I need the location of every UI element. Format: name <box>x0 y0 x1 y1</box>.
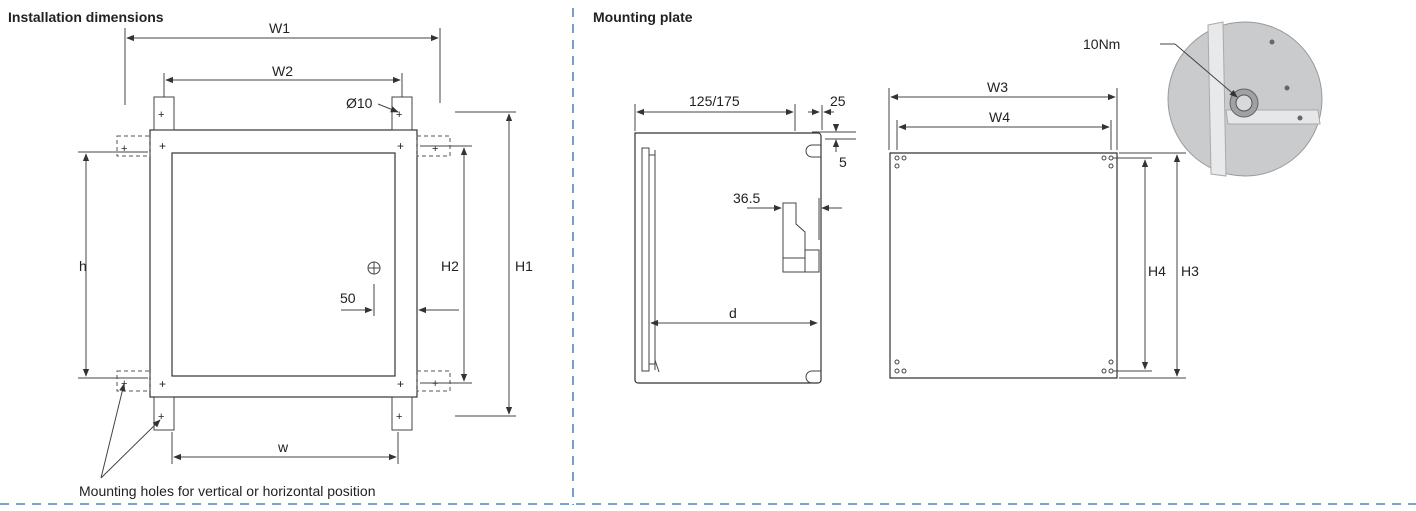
svg-text:+: + <box>121 378 127 390</box>
mounting-plate-side-view <box>634 132 822 384</box>
h3-label: H3 <box>1181 263 1199 279</box>
svg-text:+: + <box>432 378 438 390</box>
five-label: 5 <box>839 154 847 170</box>
svg-text:+: + <box>158 109 164 121</box>
w2-label: W2 <box>272 63 293 79</box>
w3-label: W3 <box>987 79 1008 95</box>
mounting-plate-title: Mounting plate <box>593 9 693 25</box>
w1-label: W1 <box>269 20 290 36</box>
depth-range-label: 125/175 <box>689 93 740 109</box>
svg-text:+: + <box>397 377 404 391</box>
hole-diameter-label: Ø10 <box>346 95 373 111</box>
torque-detail-view <box>1167 21 1323 177</box>
svg-text:+: + <box>159 377 166 391</box>
enclosure-front-view: + + + + + + + + + + + + <box>116 96 451 431</box>
h-label: h <box>79 258 87 274</box>
h4-label: H4 <box>1148 263 1166 279</box>
h1-label: H1 <box>515 258 533 274</box>
fifty-label: 50 <box>340 290 356 306</box>
svg-text:+: + <box>121 143 127 155</box>
svg-text:+: + <box>396 109 402 121</box>
twentyfive-label: 25 <box>830 93 846 109</box>
thirtysix-label: 36.5 <box>733 190 760 206</box>
svg-text:+: + <box>432 143 438 155</box>
d-label: d <box>729 305 737 321</box>
svg-text:+: + <box>397 139 404 153</box>
svg-text:+: + <box>158 411 164 423</box>
w-label: w <box>277 439 289 455</box>
w4-label: W4 <box>989 109 1010 125</box>
svg-text:+: + <box>396 411 402 423</box>
svg-text:+: + <box>159 139 166 153</box>
h2-label: H2 <box>441 258 459 274</box>
installation-dimensions-title: Installation dimensions <box>8 9 164 25</box>
mounting-holes-note: Mounting holes for vertical or horizonta… <box>79 483 376 499</box>
torque-label: 10Nm <box>1083 36 1120 52</box>
mounting-plate-front-view <box>889 152 1118 379</box>
